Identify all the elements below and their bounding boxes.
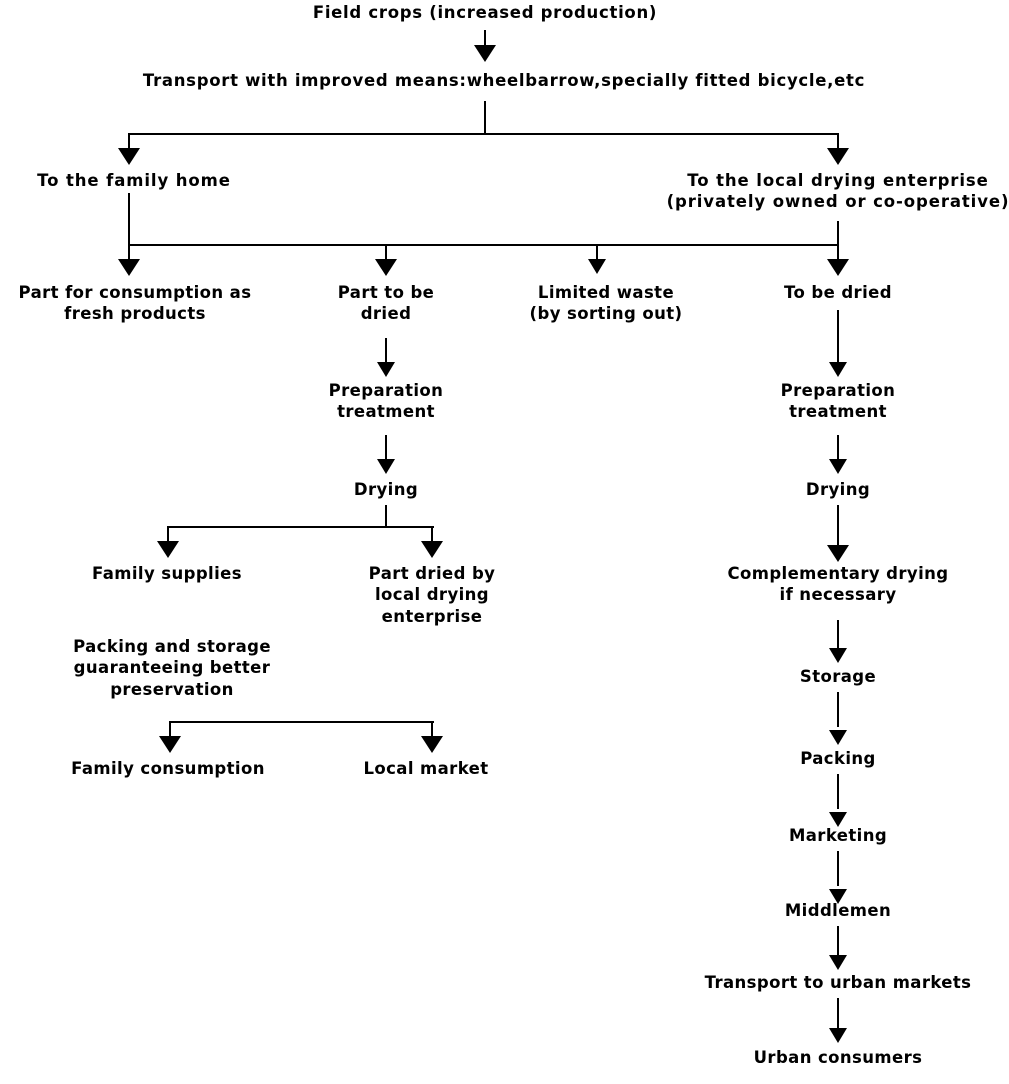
node-prep-treatment-left: Preparation treatment [328,381,444,422]
node-drying-enterprise: To the local drying enterprise (privatel… [666,171,1009,212]
connector-prep-to-drying-right [837,435,839,467]
arrowhead-middlemen [829,889,847,904]
connector-prep-to-drying-left [385,435,387,467]
arrowhead-to-part-to-be-dried [375,259,397,276]
connector-fourway-bar [128,244,839,246]
connector-drying-left-drop-2 [431,526,433,548]
node-packing-storage: Packing and storage guaranteeing better … [73,637,271,699]
arrowhead-field-to-transport [474,45,496,62]
node-local-market: Local market [363,759,489,778]
connector-transport-right-drop [837,133,839,155]
node-urban-consumers: Urban consumers [753,1048,923,1067]
node-part-to-be-dried: Part to be dried [337,283,435,324]
arrowhead-storage [829,648,847,663]
connector-packing-drop-2 [431,721,433,743]
connector-level2-left-stem [128,193,130,245]
node-complementary-drying: Complementary drying if necessary [727,564,949,605]
arrowhead-family-supplies [157,541,179,558]
connector-transport-stem [484,101,486,134]
connector-drying-to-complementary [837,505,839,555]
connector-fourway-drop-3 [596,244,598,266]
connector-drying-left-bar [167,526,434,528]
connector-packing-to-marketing [837,774,839,809]
arrowhead-to-limited-waste [588,259,606,274]
connector-packing-drop-1 [169,721,171,743]
node-family-home: To the family home [37,171,231,190]
connector-part-to-prep-left [385,338,387,370]
arrowhead-marketing [829,812,847,827]
node-transport-urban: Transport to urban markets [704,973,972,992]
connector-packing-storage-bar [169,721,434,723]
arrowhead-to-fresh-consumption [118,259,140,276]
node-marketing: Marketing [788,826,888,845]
connector-fourway-drop-4 [837,244,839,266]
node-drying-right: Drying [805,480,871,499]
connector-tobedried-to-prep [837,310,839,370]
node-limited-waste: Limited waste (by sorting out) [529,283,683,324]
arrowhead-to-family-home [118,148,140,165]
connector-complementary-to-storage [837,620,839,655]
node-transport-improved: Transport with improved means:wheelbarro… [142,71,866,90]
arrowhead-prep-left [377,362,395,377]
arrowhead-prep-right [829,362,847,377]
connector-level2-right-stem [837,221,839,245]
arrowhead-packing [829,730,847,745]
connector-storage-to-packing [837,692,839,727]
node-packing: Packing [800,749,876,768]
connector-drying-left-drop-1 [167,526,169,548]
node-field-crops: Field crops (increased production) [312,3,658,22]
connector-field-to-transport [484,30,486,52]
node-storage: Storage [799,667,877,686]
arrowhead-drying-left [377,459,395,474]
connector-fourway-drop-2 [385,244,387,266]
arrowhead-local-market [421,736,443,753]
arrowhead-drying-right [829,459,847,474]
arrowhead-to-be-dried [827,259,849,276]
node-prep-treatment-right: Preparation treatment [780,381,896,422]
connector-fourway-drop-1 [128,244,130,266]
node-part-dried-by-enterprise: Part dried by local drying enterprise [368,564,496,626]
node-family-consumption: Family consumption [71,759,265,778]
connector-middlemen-to-transport [837,926,839,961]
connector-transport-bar [128,133,839,135]
connector-transport-to-urban-consumers [837,998,839,1036]
connector-transport-left-drop [128,133,130,155]
arrowhead-part-dried-enterprise [421,541,443,558]
arrowhead-complementary-drying [827,545,849,562]
connector-marketing-to-middlemen [837,851,839,886]
arrowhead-transport-urban [829,955,847,970]
node-family-supplies: Family supplies [92,564,242,583]
arrowhead-urban-consumers [829,1028,847,1043]
node-fresh-consumption: Part for consumption as fresh products [18,283,252,324]
node-drying-left: Drying [353,480,419,499]
node-middlemen: Middlemen [784,901,892,920]
arrowhead-to-drying-enterprise [827,148,849,165]
connector-drying-left-stem [385,505,387,527]
arrowhead-family-consumption [159,736,181,753]
node-to-be-dried: To be dried [784,283,892,302]
